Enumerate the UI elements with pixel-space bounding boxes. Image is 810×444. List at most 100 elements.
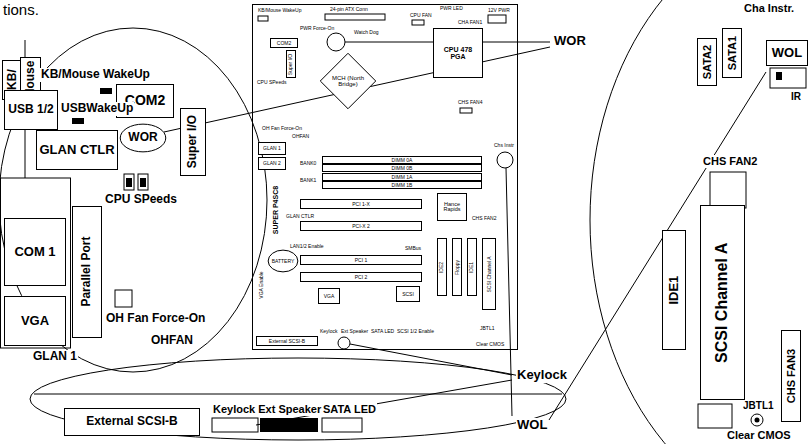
leader-line (549, 72, 766, 420)
leader-line (506, 168, 512, 416)
memory-slot: DIMM 0A (322, 156, 482, 164)
component-label: Parallel Port (80, 237, 93, 307)
part-label: CHA FAN1 (458, 20, 482, 26)
part-label: KB/Mouse WakeUp (258, 8, 301, 14)
part-label: SCSI 1/2 Enable (397, 329, 434, 335)
connector-box: External SCSI-B (256, 336, 318, 346)
part-label: VGA Enable (259, 271, 265, 298)
part-label: BANK1 (300, 178, 316, 184)
part-label: CPU SPeeds (257, 80, 286, 86)
highlight-circle (338, 337, 350, 349)
component-label: IDE2 (440, 261, 445, 272)
port-box: Parallel Port (72, 206, 102, 338)
component-label: PCI 1 (355, 258, 368, 263)
part-label: Clear CMOS (476, 342, 504, 348)
jumper-block (72, 118, 84, 124)
part-label: SATA LED (322, 403, 377, 416)
jumper-circle: WOR (120, 124, 166, 152)
sata-led-connector (322, 418, 362, 432)
component-label: VGA (324, 294, 335, 299)
port-connector (258, 16, 268, 21)
component-label: SCSI Channel A (487, 256, 492, 292)
port-box: GLAN 2 (258, 157, 286, 170)
component-label: IDE1 (667, 276, 681, 305)
component-label: Floppy (455, 259, 460, 274)
highlight-circle (327, 33, 345, 51)
component-label: DIMM 0A (392, 158, 413, 163)
component-label: DIMM 1B (392, 183, 413, 188)
zoom-ellipse (0, 28, 267, 372)
pci-slot: PCI 2 (300, 272, 422, 282)
part-label: BANK0 (300, 161, 316, 167)
fan-connector (710, 172, 746, 208)
part-label: KB/Mouse WakeUp (40, 68, 151, 82)
part-label: SMBus (405, 246, 421, 252)
power-connector (488, 15, 506, 23)
part-label: LAN1/2 Enable (290, 244, 324, 250)
pci-slot: PCI 1-X (300, 199, 422, 209)
callout-label: Keylock (516, 368, 568, 383)
component-label: USB 1/2 (8, 103, 53, 116)
component-label: PCI 2 (355, 275, 368, 280)
chip-box: VGA (318, 288, 340, 304)
connector-box: External SCSI-B (64, 408, 200, 436)
board-edge (34, 394, 562, 395)
component-label: DIMM 1A (392, 175, 413, 180)
part-label: OHFAN (292, 134, 309, 140)
component-label: External SCSI-B (86, 415, 177, 428)
chipset: MCH (North Bridge) (320, 53, 376, 109)
component-label: WOL (772, 46, 802, 60)
part-label: 12V PWR (488, 8, 510, 14)
part-label: 24-pin ATX Conn (330, 7, 368, 13)
connector-box: COM2 (270, 38, 298, 48)
diamond-outline (320, 53, 375, 108)
memory-slot: DIMM 1B (322, 181, 482, 189)
component-label: COM2 (277, 41, 291, 46)
battery: BATTERY (268, 250, 298, 272)
connector-box: SCSI Channel A (482, 238, 496, 310)
component-label: GLAN 1 (263, 146, 281, 151)
caption-fragment: tions. (2, 1, 40, 18)
connector-box: SATA1 (722, 28, 742, 78)
component-label: COM 1 (14, 245, 55, 259)
port-box: COM 1 (4, 218, 66, 286)
jumper-block (126, 178, 132, 187)
motherboard-outline: SUPER P4SC8MCH (North Bridge)CPU 478 PGA… (252, 4, 518, 350)
part-label: IR (790, 91, 802, 103)
part-label: CPU SPeeds (104, 193, 178, 207)
connector-box: SATA2 (697, 38, 717, 86)
component-label: KB/ (5, 70, 18, 91)
part-label: GLAN 1 (32, 350, 78, 364)
connector-outline (698, 404, 732, 428)
ellipse-outline (268, 250, 298, 272)
keylock-connector (212, 418, 258, 432)
component-label: SATA1 (726, 36, 738, 70)
part-label: Keylock Ext Speaker (212, 403, 322, 416)
chip-box: Super I/O (180, 108, 206, 176)
ir-connector (770, 68, 806, 88)
component-label: PCI 1-X (352, 202, 370, 207)
jumper-block (140, 178, 146, 187)
fan-connector (115, 290, 132, 307)
connector-box: IDE1 (662, 230, 686, 350)
fan-connector: CHS FAN3 (781, 330, 801, 422)
part-label: CHS FAN2 (472, 216, 496, 222)
connector-box: IDE2 (437, 238, 447, 296)
cpu-socket: CPU 478 PGA (433, 28, 483, 78)
pci-slot: PCI 1 (300, 255, 422, 265)
memory-slot: DIMM 1A (322, 173, 482, 181)
component-label: VGA (21, 314, 49, 328)
jumper-pad (751, 414, 763, 426)
part-label: USBWakeUp (60, 102, 134, 116)
speaker-connector (260, 418, 318, 432)
highlight-circle (497, 152, 513, 168)
component-label: Hance Rapids (439, 202, 465, 213)
part-label: GLAN CTLR (286, 214, 314, 220)
component-label: MCH (North Bridge) (330, 75, 366, 87)
part-label: OHFAN (150, 334, 194, 348)
component-label: GLAN CTLR (39, 143, 114, 157)
chip-box: GLAN CTLR (36, 130, 118, 170)
part-label: Keylock (320, 329, 338, 335)
part-label: CHS FAN4 (458, 100, 482, 106)
part-label: CPU FAN (410, 13, 432, 19)
